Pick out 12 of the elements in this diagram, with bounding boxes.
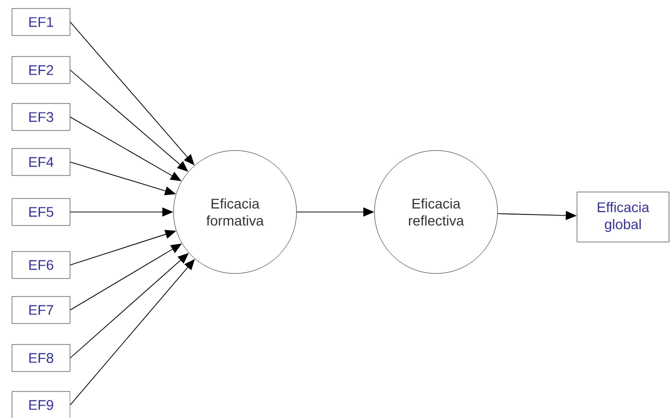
indicator-box: EF9 (12, 391, 70, 418)
indicator-box: EF4 (12, 148, 70, 176)
indicator-box: EF6 (12, 251, 70, 279)
circle-node: Eficacia reflectiva (374, 150, 498, 274)
indicator-box: EF3 (12, 103, 70, 131)
indicator-box: EF1 (12, 8, 70, 36)
indicator-box: EF8 (12, 344, 70, 372)
indicator-box: EF7 (12, 296, 70, 324)
indicator-box: EF2 (12, 56, 70, 84)
circle-node: Eficacia formativa (173, 150, 297, 274)
indicator-box: EF5 (12, 198, 70, 226)
output-box: Efficacia global (576, 192, 670, 242)
